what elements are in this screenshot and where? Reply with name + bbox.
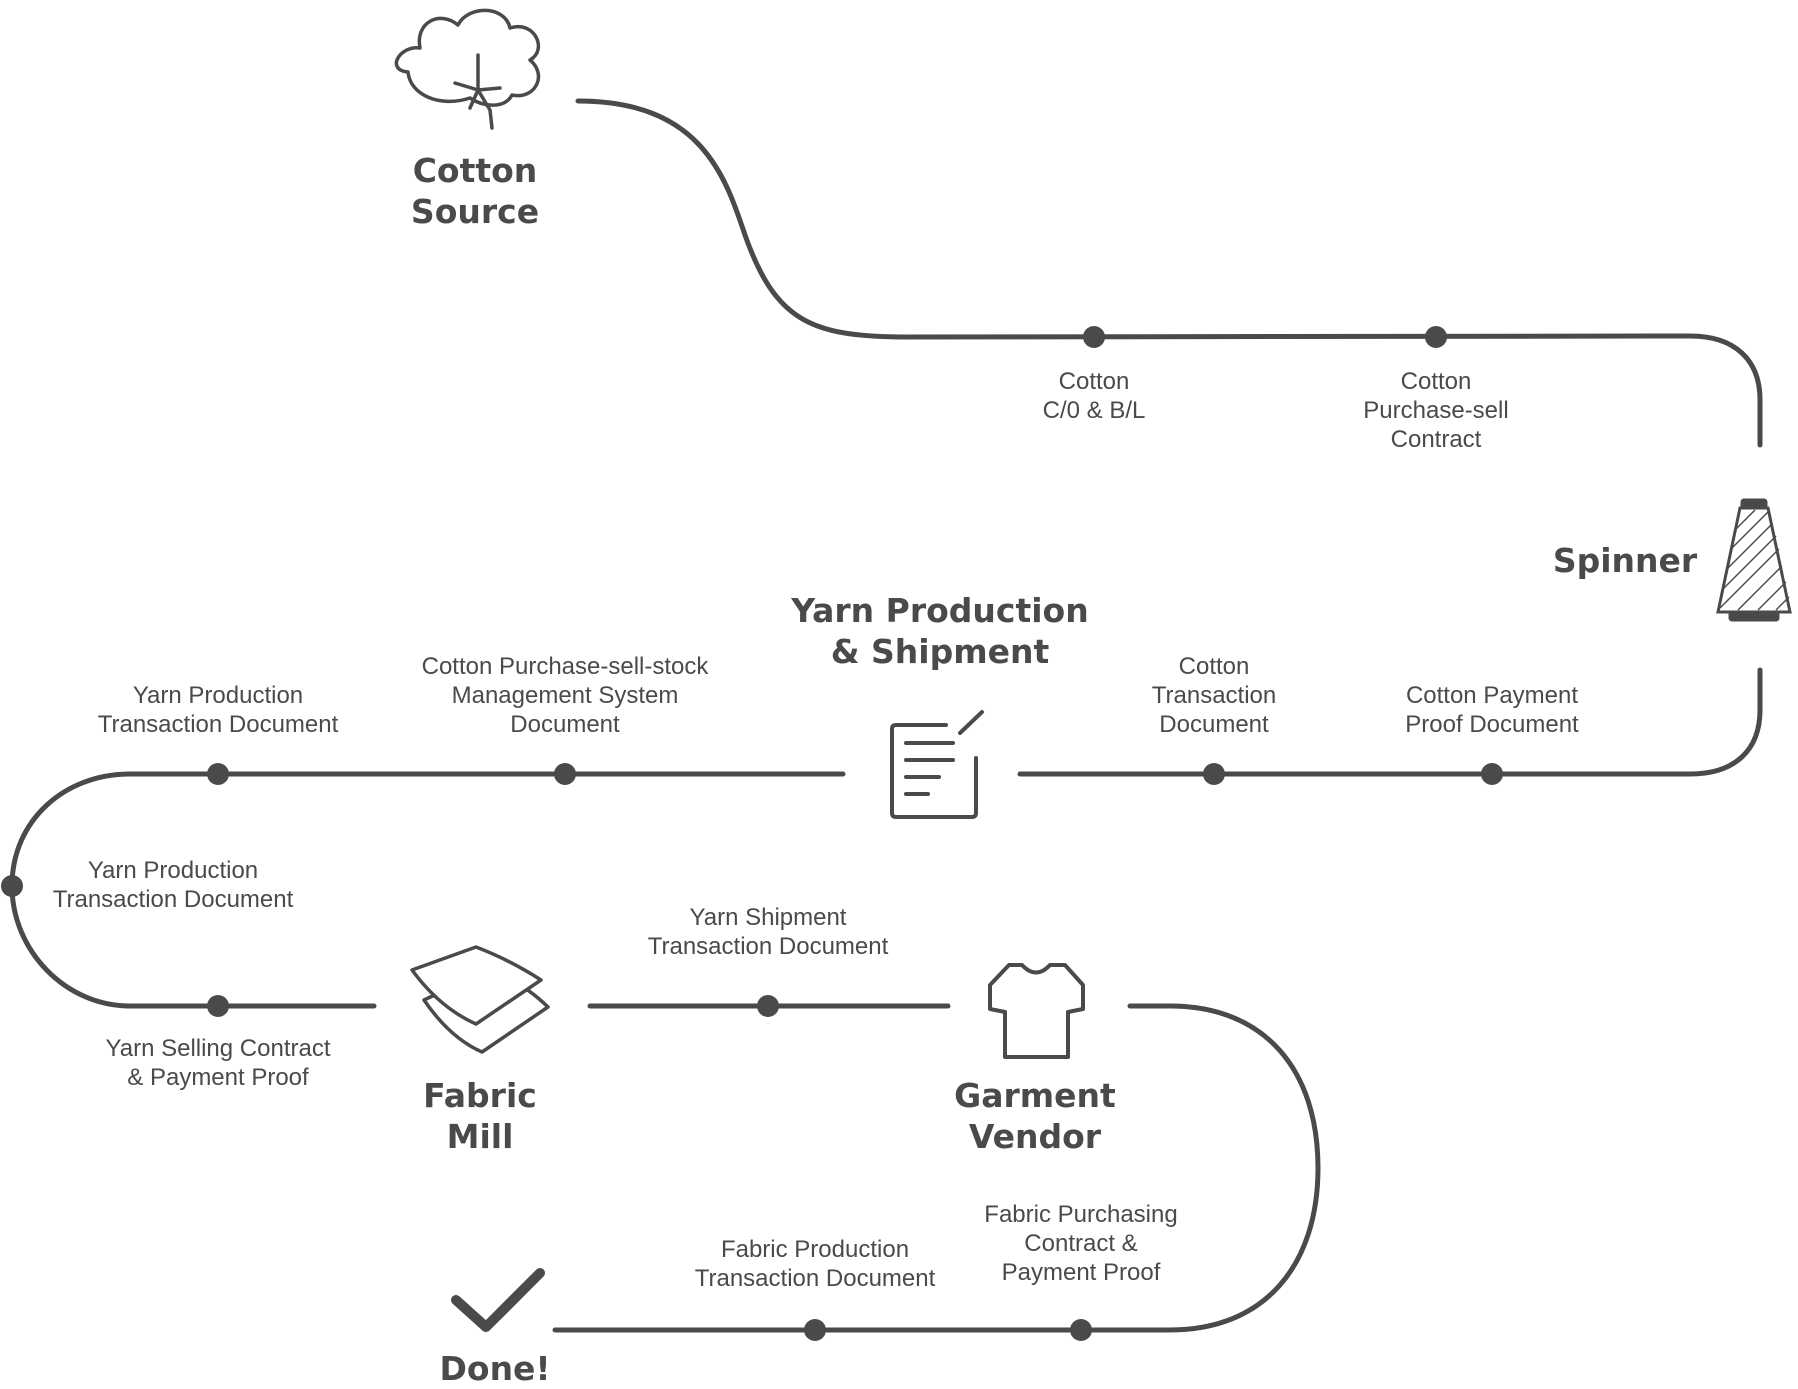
doc-label-cotton-payment-proof: Cotton Payment Proof Document	[1405, 682, 1579, 738]
stage-label-fabric-mill: Fabric Mill	[423, 1076, 537, 1156]
node-cotton-payment-proof	[1481, 763, 1503, 785]
doc-label-cotton-stock-mgmt: Cotton Purchase-sell-stock Management Sy…	[421, 653, 709, 738]
flow-line-spinner-to-yarn	[1017, 667, 1763, 777]
node-yarn-production-tx-1	[207, 763, 229, 785]
fabric-layers-icon	[410, 945, 550, 1054]
doc-label-cotton-co-bl: Cotton C/0 & B/L	[1042, 368, 1146, 424]
doc-label-fabric-production-tx: Fabric Production Transaction Document	[694, 1236, 936, 1292]
doc-label-yarn-selling-contract: Yarn Selling Contract & Payment Proof	[105, 1035, 331, 1091]
node-cotton-stock-mgmt	[554, 763, 576, 785]
stage-label-spinner: Spinner	[1552, 541, 1698, 580]
node-fabric-purchasing-contract	[1070, 1319, 1092, 1341]
doc-label-cotton-contract: Cotton Purchase-sell Contract	[1363, 368, 1509, 453]
node-fabric-production-tx	[804, 1319, 826, 1341]
doc-label-yarn-production-tx-1: Yarn Production Transaction Document	[97, 682, 339, 738]
doc-label-yarn-shipment-tx: Yarn Shipment Transaction Document	[647, 904, 889, 960]
stage-label-yarn-production: Yarn Production & Shipment	[791, 591, 1089, 671]
stage-label-cotton-source: Cotton Source	[410, 151, 540, 231]
yarn-spool-icon	[1716, 498, 1792, 622]
node-yarn-production-tx-2	[1, 875, 23, 897]
stage-label-done: Done!	[439, 1349, 551, 1388]
doc-label-yarn-production-tx-2: Yarn Production Transaction Document	[52, 857, 294, 913]
stage-label-garment-vendor: Garment Vendor	[954, 1076, 1116, 1156]
node-cotton-co-bl	[1083, 326, 1105, 348]
node-yarn-shipment-tx	[757, 995, 779, 1017]
node-cotton-transaction	[1203, 763, 1225, 785]
document-edit-icon	[890, 710, 984, 819]
doc-label-fabric-purchasing-contract: Fabric Purchasing Contract & Payment Pro…	[984, 1201, 1178, 1286]
flow-line-garment-to-done	[552, 1003, 1321, 1333]
tshirt-icon	[988, 963, 1085, 1059]
flow-line-cotton-to-spinner	[575, 98, 1763, 448]
cotton-boll-icon	[394, 8, 541, 130]
checkmark-icon	[451, 1268, 545, 1332]
node-yarn-selling-contract	[207, 995, 229, 1017]
doc-label-cotton-transaction: Cotton Transaction Document	[1151, 653, 1277, 738]
node-cotton-contract	[1425, 326, 1447, 348]
